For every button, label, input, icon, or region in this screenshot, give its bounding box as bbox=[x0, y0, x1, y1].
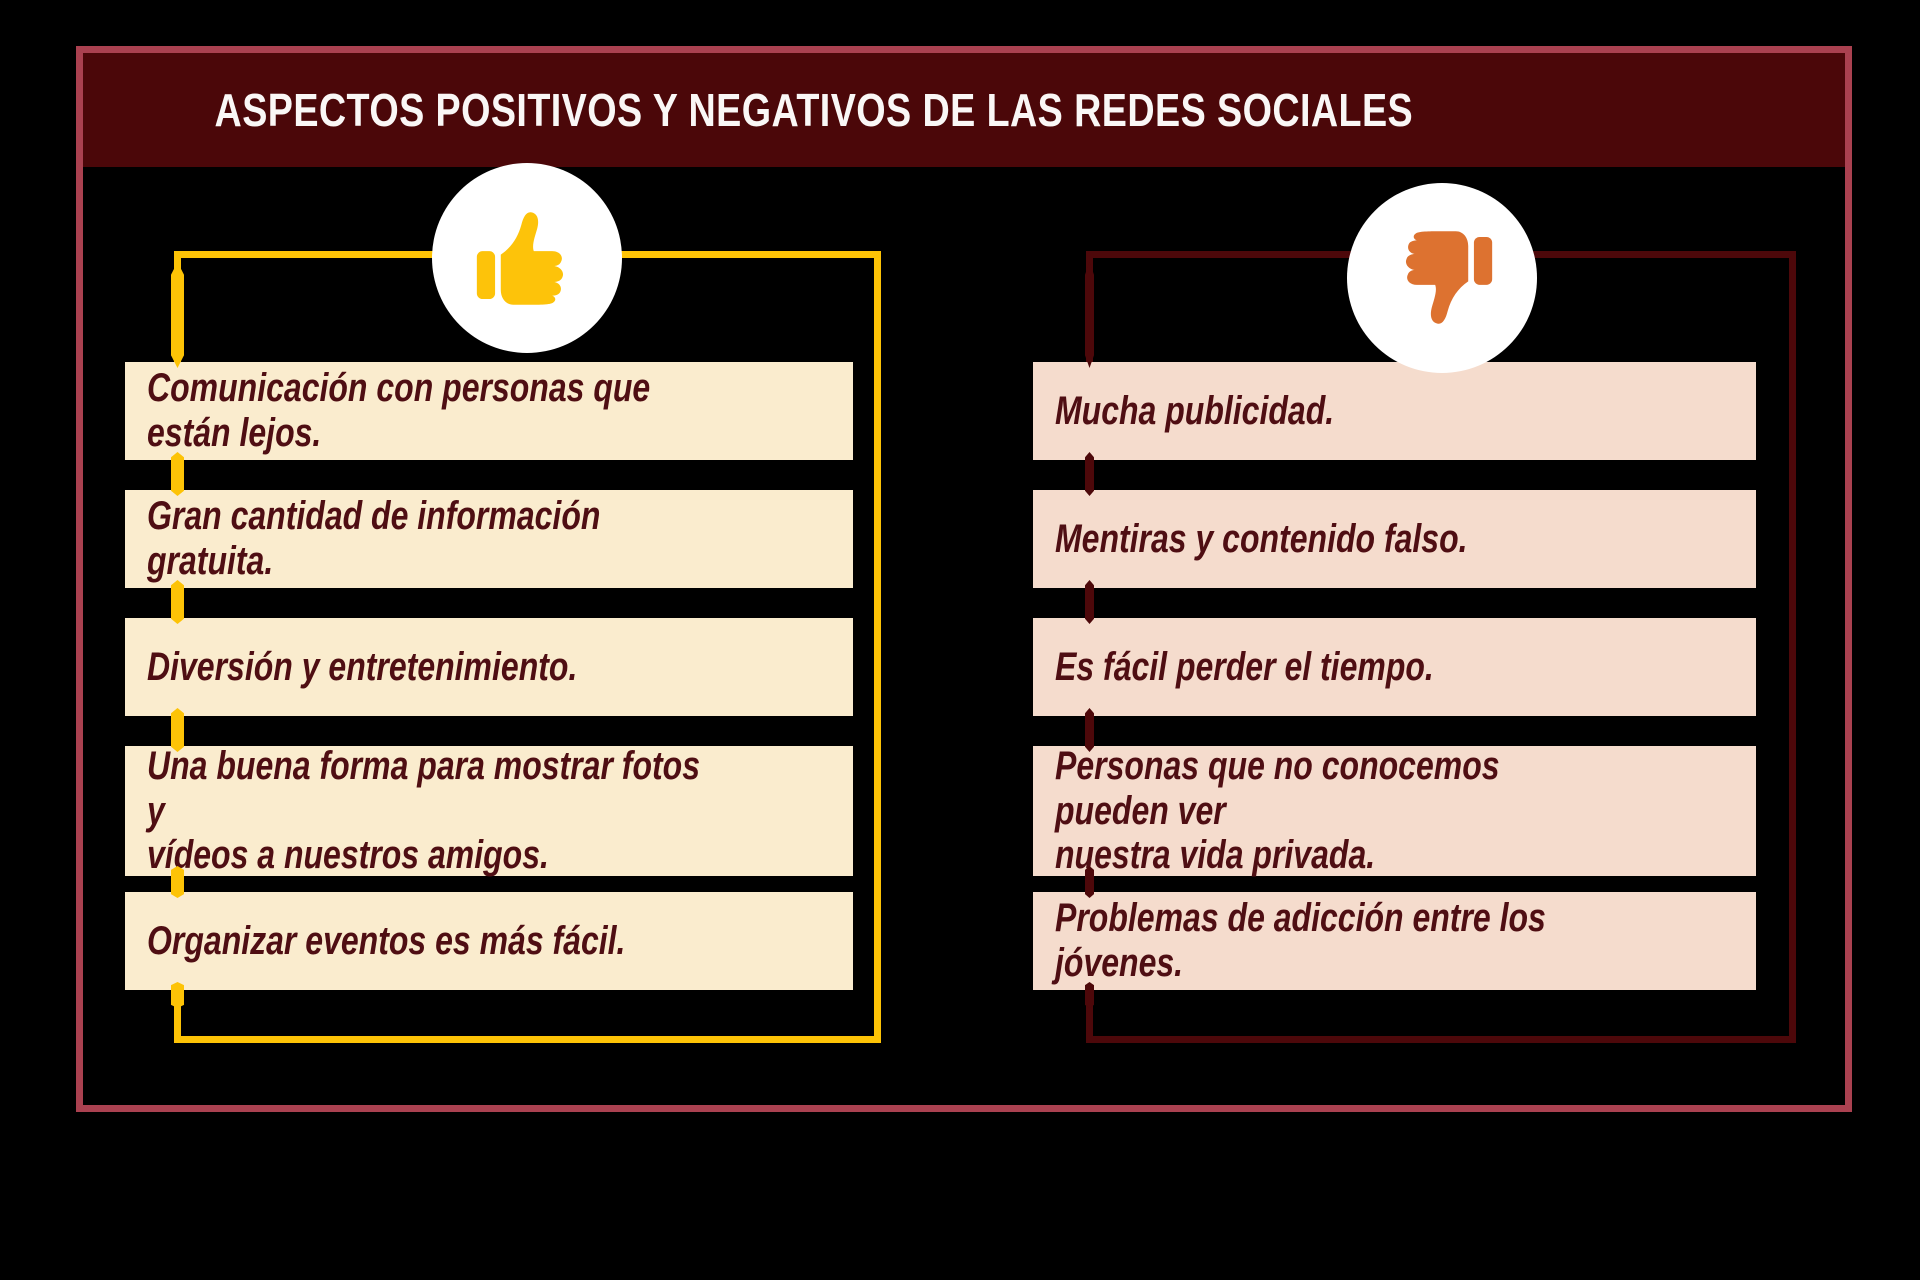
positive-item: Comunicación con personas que están lejo… bbox=[125, 362, 853, 460]
negative-item: Mucha publicidad. bbox=[1033, 362, 1756, 460]
negative-item-text: Personas que no conocemos pueden ver nue… bbox=[1055, 743, 1500, 878]
positive-item: Una buena forma para mostrar fotos y víd… bbox=[125, 743, 853, 878]
negative-item: Personas que no conocemos pueden ver nue… bbox=[1033, 743, 1756, 878]
positive-item: Gran cantidad de información gratuita. bbox=[125, 490, 853, 588]
connector bbox=[171, 580, 184, 624]
connector bbox=[1085, 452, 1094, 496]
negative-item: Es fácil perder el tiempo. bbox=[1033, 618, 1756, 716]
negative-item-text: Problemas de adicción entre los jóvenes. bbox=[1055, 896, 1546, 985]
negative-item-text: Mentiras y contenido falso. bbox=[1055, 516, 1468, 561]
negative-item: Mentiras y contenido falso. bbox=[1033, 490, 1756, 588]
negative-icon-circle bbox=[1347, 183, 1537, 373]
negative-item: Problemas de adicción entre los jóvenes. bbox=[1033, 892, 1756, 990]
header-bar: ASPECTOS POSITIVOS Y NEGATIVOS DE LAS RE… bbox=[83, 53, 1845, 167]
connector bbox=[171, 262, 184, 368]
connector bbox=[171, 866, 184, 898]
page-title-text: ASPECTOS POSITIVOS Y NEGATIVOS DE LAS RE… bbox=[214, 84, 1414, 136]
thumbs-down-icon bbox=[1405, 231, 1493, 324]
connector bbox=[171, 708, 184, 752]
negative-item-text: Mucha publicidad. bbox=[1055, 388, 1335, 433]
positive-item-text: Gran cantidad de información gratuita. bbox=[147, 494, 601, 583]
connector bbox=[1085, 580, 1094, 624]
outer-border bbox=[76, 46, 1852, 1112]
connector bbox=[1085, 866, 1094, 898]
thumbs-up-icon bbox=[476, 212, 564, 305]
positive-item-text: Comunicación con personas que están lejo… bbox=[147, 366, 651, 455]
negative-item-text: Es fácil perder el tiempo. bbox=[1055, 644, 1434, 689]
connector bbox=[171, 982, 184, 1008]
page-title: ASPECTOS POSITIVOS Y NEGATIVOS DE LAS RE… bbox=[83, 83, 1845, 137]
connector bbox=[171, 452, 184, 496]
connector bbox=[1085, 982, 1094, 1008]
connector bbox=[1085, 262, 1094, 368]
connector bbox=[1085, 708, 1094, 752]
positive-item-text: Una buena forma para mostrar fotos y víd… bbox=[147, 743, 700, 878]
positive-item: Organizar eventos es más fácil. bbox=[125, 892, 853, 990]
positive-item-text: Organizar eventos es más fácil. bbox=[147, 918, 626, 963]
positive-item: Diversión y entretenimiento. bbox=[125, 618, 853, 716]
positive-icon-circle bbox=[432, 163, 622, 353]
positive-item-text: Diversión y entretenimiento. bbox=[147, 644, 578, 689]
